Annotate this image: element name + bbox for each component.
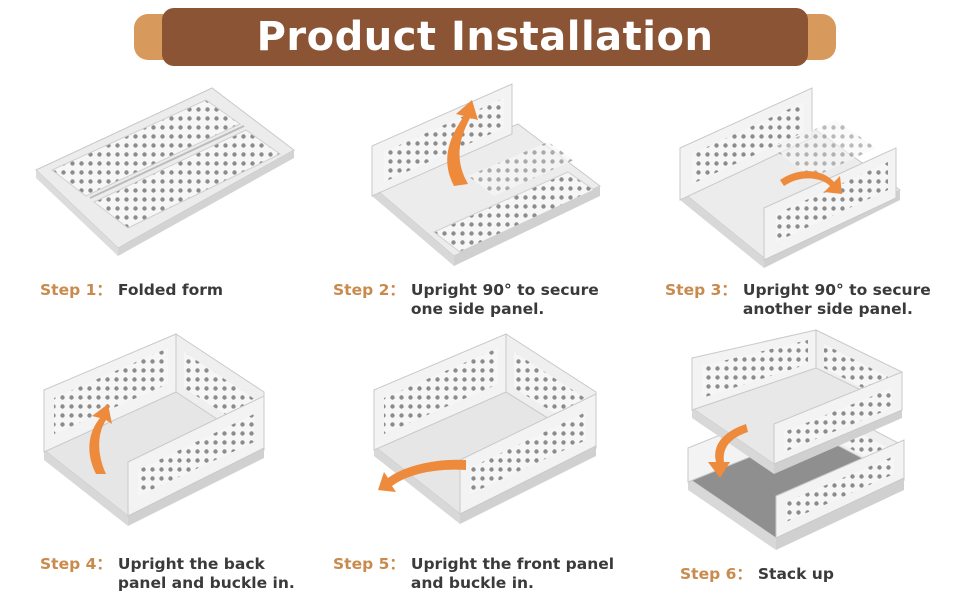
step-3-label: Step 3： [665, 281, 737, 299]
step-1-caption: Step 1： Folded form [40, 281, 223, 300]
page-title: Product Installation [256, 14, 714, 60]
step-5-line-1: Upright the front panel [410, 555, 615, 573]
step-1-line-1: Folded form [117, 281, 224, 299]
step-4-line-1: Upright the back [117, 555, 265, 573]
step-2-label: Step 2： [333, 281, 405, 299]
step-4-description: Upright the back panel and buckle in. [118, 555, 295, 593]
step-6-caption: Step 6： Stack up [680, 565, 834, 584]
step-4-caption: Step 4： Upright the back panel and buckl… [40, 555, 295, 593]
step-2-line-1: Upright 90° to secure [410, 281, 599, 299]
step-6-image [686, 328, 908, 554]
step-2-caption: Step 2： Upright 90° to secure one side p… [333, 281, 599, 319]
step-5-label: Step 5： [333, 555, 405, 573]
step-3-line-1: Upright 90° to secure [742, 281, 931, 299]
step-5-line-2: and buckle in. [410, 574, 534, 592]
step-4-image [40, 330, 270, 528]
step-5-image [370, 330, 602, 528]
title-banner: Product Installation [134, 8, 836, 66]
step-4-line-2: panel and buckle in. [117, 574, 295, 592]
step-3-caption: Step 3： Upright 90° to secure another si… [665, 281, 931, 319]
step-3-image [676, 78, 904, 274]
step-1-description: Folded form [118, 281, 223, 300]
step-2-image [368, 76, 604, 272]
banner-front: Product Installation [162, 8, 808, 66]
step-1-label: Step 1： [40, 281, 112, 299]
step-3-description: Upright 90° to secure another side panel… [743, 281, 931, 319]
step-4-label: Step 4： [40, 555, 112, 573]
step-6-line-1: Stack up [757, 565, 834, 583]
step-2-description: Upright 90° to secure one side panel. [411, 281, 599, 319]
step-5-caption: Step 5： Upright the front panel and buck… [333, 555, 614, 593]
step-6-label: Step 6： [680, 565, 752, 583]
step-3-line-2: another side panel. [742, 300, 913, 318]
step-1-image [32, 78, 300, 268]
step-5-description: Upright the front panel and buckle in. [411, 555, 614, 593]
step-6-description: Stack up [758, 565, 834, 584]
step-2-line-2: one side panel. [410, 300, 545, 318]
